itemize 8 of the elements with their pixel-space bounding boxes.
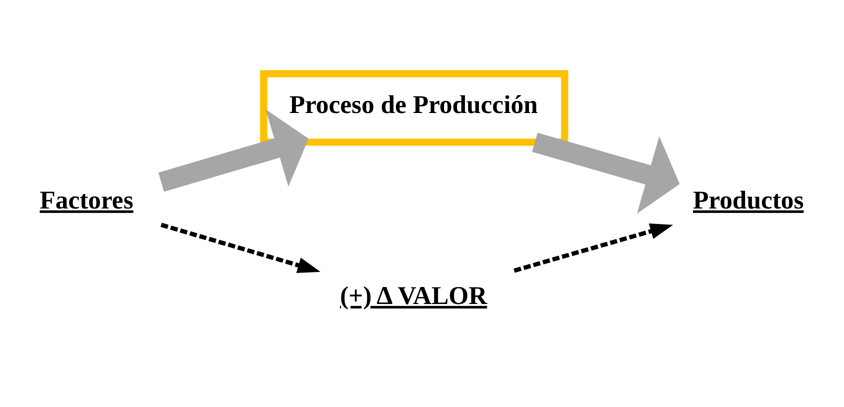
arrow	[514, 224, 674, 273]
node-text: Productos	[693, 185, 804, 214]
arrow	[160, 222, 320, 274]
node-text: Factores	[40, 185, 134, 214]
arrow	[158, 109, 309, 192]
arrow	[532, 132, 680, 214]
node-box: Proceso de Producción	[260, 70, 568, 146]
node-text: (+) Δ VALOR	[340, 280, 488, 310]
